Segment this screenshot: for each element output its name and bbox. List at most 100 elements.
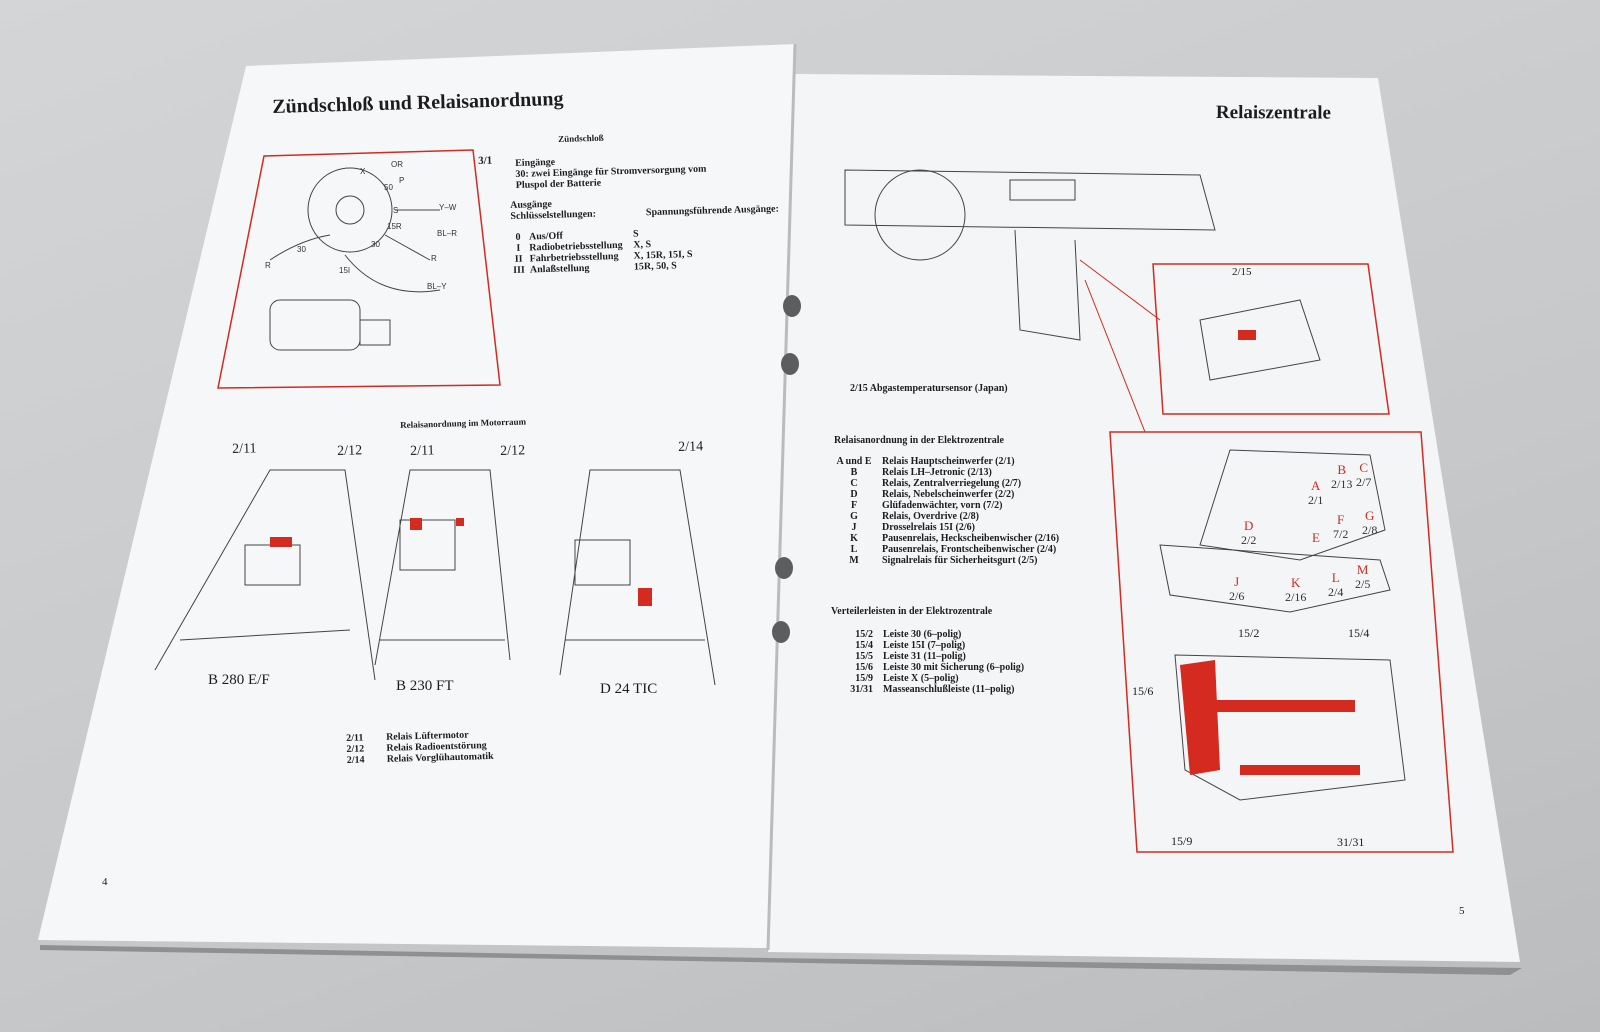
engine2-label-a: 2/11 — [410, 443, 435, 459]
sensor-caption: 2/15 Abgastemperatursensor (Japan) — [850, 383, 1008, 394]
strip-code: 15/5 — [855, 651, 873, 662]
ignition-heading: Zündschloß — [558, 132, 604, 144]
relay-cell-letter: C — [1359, 460, 1368, 475]
relay-cell-letter: G — [1364, 508, 1375, 523]
diagram-label-30-b: 30 — [297, 245, 306, 254]
relay-row: K Pausenrelais, Heckscheibenwischer (2/16… — [834, 533, 1059, 544]
strip-text: Leiste 31 (11–polig) — [883, 651, 966, 662]
engine1-caption: B 280 E/F — [208, 672, 270, 688]
live-outputs: S — [632, 228, 639, 240]
diagram-label-bl-y: BL–Y — [427, 282, 447, 291]
relay-cell-letter: M — [1356, 562, 1369, 577]
relay-cell-code: 2/2 — [1241, 533, 1257, 547]
diagram-label-p: P — [399, 176, 405, 185]
page-number-left: 4 — [102, 876, 108, 888]
relay-cell-code: 2/7 — [1356, 475, 1372, 489]
relay-row: C Relais, Zentralverriegelung (2/7) — [834, 478, 1059, 489]
ignition-figure-frame — [217, 149, 501, 389]
relay-cell-letter: B — [1337, 462, 1346, 477]
legend-code: 2/14 — [346, 754, 365, 766]
right-page — [768, 74, 1520, 962]
relay-code: B — [850, 467, 858, 478]
relay-cell-code: 2/5 — [1355, 577, 1371, 591]
relay-row: G Relais, Overdrive (2/8) — [834, 511, 1059, 522]
strip-code: 15/6 — [855, 662, 873, 673]
booklet-shadow — [40, 945, 1522, 975]
strip-label-31-31: 31/31 — [1337, 835, 1365, 849]
relay-box-frame — [1109, 431, 1454, 853]
relay-code: F — [850, 500, 858, 511]
diagram-label-30-a: 30 — [371, 240, 380, 249]
strip-label-15-6: 15/6 — [1132, 684, 1154, 698]
relay-cell-letter: E — [1312, 530, 1320, 545]
relay-code: C — [850, 478, 858, 489]
relay-cell-letter: F — [1337, 512, 1345, 527]
relay-text: Relais LH–Jetronic (2/13) — [882, 467, 992, 478]
figure-id: 3/1 — [477, 154, 493, 167]
distribution-strip-highlights — [1180, 660, 1360, 775]
strip-text: Leiste 30 mit Sicherung (6–polig) — [883, 662, 1025, 673]
relay-text: Pausenrelais, Frontscheibenwischer (2/4) — [882, 544, 1057, 555]
strip-text: Leiste 15I (7–polig) — [883, 640, 966, 651]
strip-row: 15/6 Leiste 30 mit Sicherung (6–polig) — [828, 662, 1024, 673]
strip-row: 15/4 Leiste 15I (7–polig) — [828, 640, 1024, 651]
strip-row: 15/5 Leiste 31 (11–polig) — [828, 651, 1024, 662]
diagram-label-15i: 15I — [339, 266, 351, 275]
relay-cell-letter: D — [1243, 518, 1254, 533]
diagram-label-bl-r: BL–R — [437, 229, 458, 238]
key-position: 0 — [515, 231, 521, 243]
relay-highlights — [270, 518, 652, 606]
binding-holes — [772, 295, 801, 643]
relay-row: B Relais LH–Jetronic (2/13) — [834, 467, 1059, 478]
live-outputs: X, 15R, 15I, S — [633, 248, 693, 262]
diagram-label-or: OR — [391, 160, 403, 169]
relay-text: Relais, Zentralverriegelung (2/7) — [882, 478, 1022, 489]
engine1-label-b: 2/12 — [337, 443, 363, 459]
strip-label-15-9: 15/9 — [1171, 834, 1193, 848]
strip-code: 15/9 — [855, 673, 873, 684]
strip-code: 31/31 — [850, 684, 873, 695]
relay-code: M — [849, 555, 859, 566]
page-number-right: 5 — [1459, 905, 1465, 917]
ignition-inputs: Eingänge 30: zwei Eingänge für Stromvers… — [515, 153, 707, 191]
diagram-label-15r: 15R — [387, 222, 402, 231]
sensor-detail-frame — [1152, 263, 1390, 415]
diagram-label-50: 50 — [384, 183, 393, 192]
live-outputs: 15R, 50, S — [633, 260, 677, 273]
right-page-title: Relaiszentrale — [1215, 102, 1332, 124]
engine3-caption: D 24 TIC — [600, 681, 658, 697]
relay-text: Relais, Overdrive (2/8) — [882, 511, 979, 522]
relay-cell-letter: K — [1290, 575, 1301, 590]
relay-cell-code: 2/6 — [1229, 589, 1245, 603]
key-position: I — [516, 242, 521, 254]
relay-text: Relais, Nebelscheinwerfer (2/2) — [882, 489, 1015, 500]
strip-code: 15/4 — [855, 640, 873, 651]
engine1-label-a: 2/11 — [232, 441, 257, 457]
relay-code: J — [851, 522, 857, 533]
strip-code: 15/2 — [855, 629, 873, 640]
diagram-label-s: S — [393, 206, 399, 215]
relay-code: K — [850, 533, 858, 544]
relay-code: G — [850, 511, 858, 522]
strip-text: Masseanschlußleiste (11–polig) — [883, 684, 1015, 695]
relay-text: Pausenrelais, Heckscheibenwischer (2/16) — [882, 533, 1060, 544]
relay-cell-letter: J — [1234, 574, 1240, 589]
relay-cell-code: 2/13 — [1331, 477, 1353, 491]
sensor-label: 2/15 — [1232, 266, 1252, 278]
